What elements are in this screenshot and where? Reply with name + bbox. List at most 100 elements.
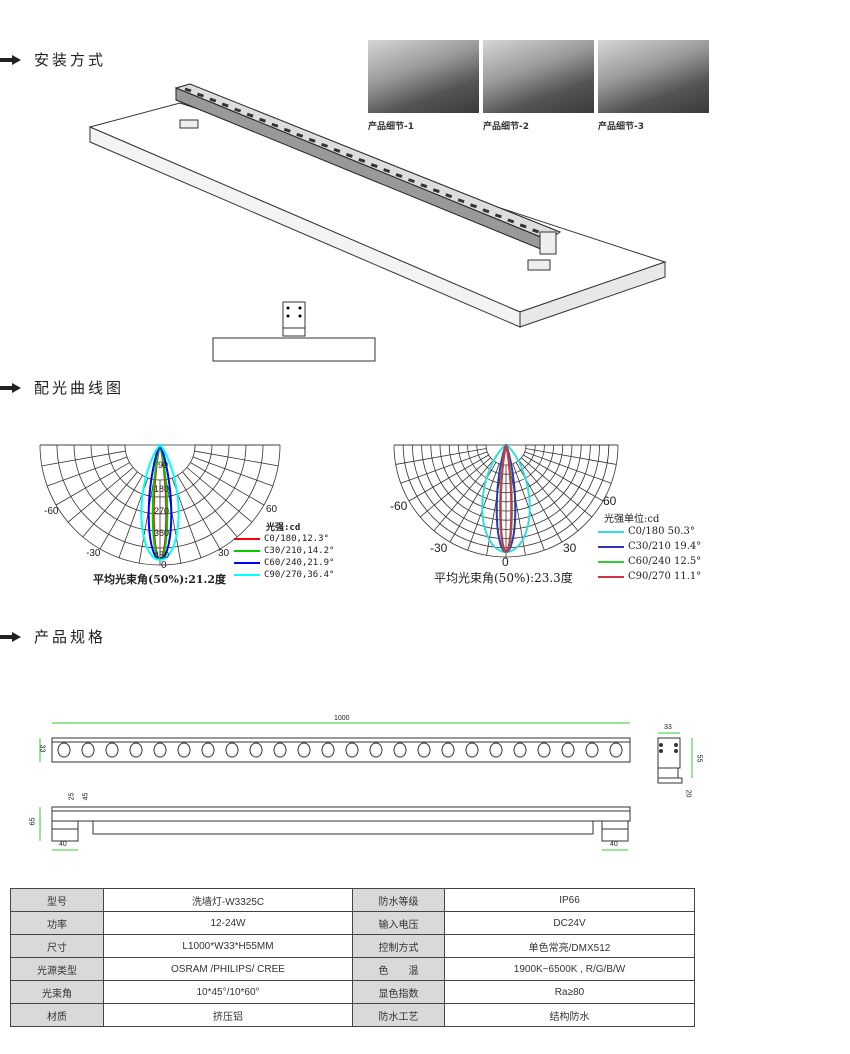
radial-label: 450 <box>154 550 170 560</box>
angle-label: 60 <box>266 504 278 515</box>
led-hole <box>177 742 191 758</box>
section-spec: 产品规格 <box>0 626 106 647</box>
spec-value: 1900K~6500K , R/G/B/W <box>444 957 695 981</box>
led-icon <box>259 117 266 123</box>
led-hole <box>465 742 479 758</box>
led-icon <box>370 163 378 168</box>
dim-45: 45 <box>82 792 90 801</box>
led-icon <box>407 178 415 184</box>
section-install: 安装方式 <box>0 49 106 70</box>
product-detail-photo-2 <box>483 40 594 113</box>
spec-label: 控制方式 <box>352 934 445 958</box>
installation-drawing <box>88 83 667 362</box>
section-title: 配光曲线图 <box>34 379 125 397</box>
spec-value: 洗墙灯-W3325C <box>103 888 353 912</box>
dim-width: 33 <box>664 724 672 731</box>
intensity-curve <box>140 444 180 562</box>
spec-label: 光束角 <box>10 980 104 1004</box>
dim-25: 25 <box>68 792 76 801</box>
legend-swatch <box>598 545 624 548</box>
legend-swatch <box>598 530 624 533</box>
legend: 光强:cd C0/180,12.3° C30/210,14.2° C60/240… <box>234 520 334 581</box>
legend-title: 光强:cd <box>266 523 301 533</box>
radial-label: 360 <box>154 528 170 538</box>
led-icon <box>333 147 341 153</box>
spec-value: IP66 <box>444 888 695 912</box>
led-icon <box>432 188 440 194</box>
section-title: 产品规格 <box>34 628 107 646</box>
arrow-icon <box>0 631 22 642</box>
angle-label: -30 <box>430 541 448 555</box>
led-icon <box>234 107 242 113</box>
spec-value: DC24V <box>444 911 695 935</box>
led-hole <box>369 742 383 758</box>
spec-value: 10*45°/10*60° <box>103 980 353 1004</box>
legend-swatch <box>234 538 260 540</box>
angle-label: 30 <box>563 541 577 555</box>
led-icon <box>519 223 527 229</box>
led-icon <box>532 228 540 234</box>
legend-swatch <box>234 550 260 552</box>
photo-caption: 产品细节-3 <box>598 122 644 132</box>
table-row: 材质挤压铝防水工艺结构防水 <box>10 1003 695 1027</box>
spec-label: 光源类型 <box>10 957 104 981</box>
spec-label: 色 温 <box>352 957 445 981</box>
angle-label: 60 <box>603 494 617 508</box>
led-icon <box>296 132 304 138</box>
polar-charts <box>39 444 619 566</box>
angle-label: 0 <box>502 555 509 569</box>
led-icon <box>308 137 316 143</box>
legend-swatch <box>234 562 260 564</box>
led-icon <box>209 97 217 103</box>
led-hole <box>561 742 575 758</box>
led-icon <box>420 183 428 189</box>
arrow-icon <box>0 382 22 393</box>
legend-item: C60/240 12.5° <box>628 556 702 567</box>
led-hole <box>201 742 215 758</box>
dim-length: 1000 <box>334 715 350 722</box>
polar-grid <box>393 444 619 558</box>
led-hole <box>273 742 287 758</box>
legend-swatch <box>234 574 260 576</box>
radial-label: 270 <box>154 506 170 516</box>
led-icon <box>457 198 465 204</box>
led-icon <box>470 203 477 209</box>
led-hole <box>489 742 503 758</box>
dim-height: 33 <box>38 744 46 753</box>
led-icon <box>507 218 515 224</box>
led-icon <box>221 102 229 108</box>
angle-label: -60 <box>390 499 408 513</box>
photo-caption: 产品细节-1 <box>368 122 414 132</box>
led-hole <box>81 742 95 758</box>
led-hole <box>393 742 407 758</box>
legend: 光强单位:cd C0/180 50.3° C30/210 19.4° C60/2… <box>598 510 701 584</box>
section-curve: 配光曲线图 <box>0 377 124 398</box>
section-title: 安装方式 <box>34 51 107 69</box>
dimension-drawing <box>39 722 693 851</box>
led-hole <box>345 742 359 758</box>
led-icon <box>184 87 192 93</box>
legend-swatch <box>598 560 624 563</box>
led-icon <box>283 127 291 133</box>
photo-caption: 产品细节-2 <box>483 122 529 132</box>
led-icon <box>383 168 391 173</box>
led-icon <box>482 208 490 214</box>
legend-item: C90/270,36.4° <box>264 570 335 580</box>
product-detail-photo-3 <box>598 40 709 113</box>
spec-label: 输入电压 <box>352 911 445 935</box>
radial-label: 180 <box>154 484 170 494</box>
legend-item: C0/180,12.3° <box>264 534 330 544</box>
led-hole <box>321 742 335 758</box>
spec-value: 单色常亮/DMX512 <box>444 934 695 958</box>
intensity-curve <box>499 444 513 554</box>
led-hole <box>153 742 167 758</box>
led-icon <box>196 92 204 98</box>
angle-label: 0 <box>161 560 167 571</box>
led-icon <box>271 122 279 128</box>
radial-label: 90 <box>158 460 169 470</box>
